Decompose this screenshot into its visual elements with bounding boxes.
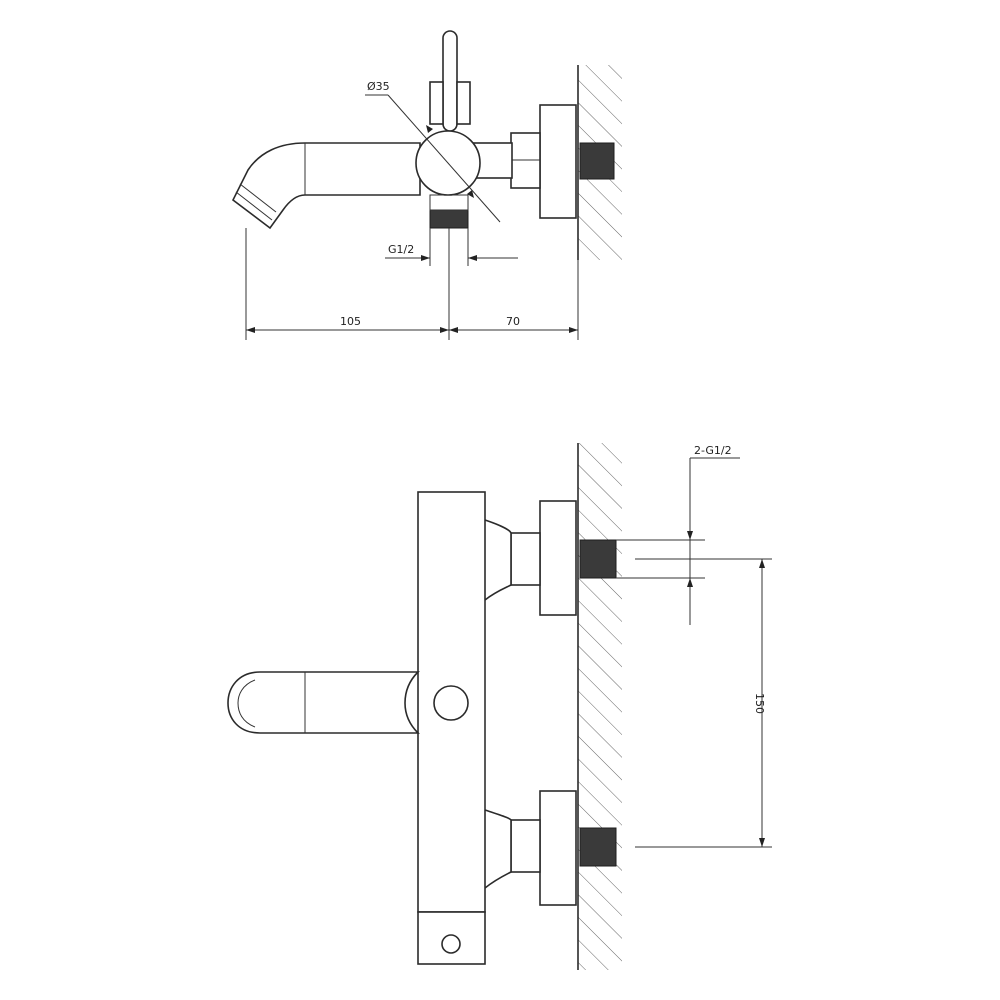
top-view: Ø35 G1/2 105 70 [231,30,622,340]
connector-nut-lower [510,819,541,873]
bottom-handle [417,911,486,965]
wall-thread-top [579,142,615,180]
front-view: 2-G1/2 150 [227,443,772,970]
thread-dimension-front [616,457,740,625]
center-distance-dimension [635,558,772,848]
spout-length-label: 105 [340,315,361,328]
diameter-leader [365,94,501,223]
length-dimensions [245,228,579,340]
escutcheon-top [539,104,577,219]
escutcheon-upper [539,500,577,616]
diverter-thread [429,209,469,229]
spout-top [231,142,421,230]
escutcheon-lower [539,790,577,906]
center-distance-label: 150 [753,693,766,714]
wall-offset-label: 70 [506,315,520,328]
spout-front [227,671,420,734]
wall-thread-upper [579,539,617,579]
diameter-label: Ø35 [367,80,390,93]
wall-thread-lower [579,827,617,867]
wall-section-front [577,443,622,970]
connector-nut-upper [510,532,541,586]
diverter-knob [433,685,469,721]
thread-label-top: G1/2 [388,243,414,256]
lever-handle-top [429,30,471,132]
thread-pair-label: 2-G1/2 [694,444,732,457]
thread-dimension-top [385,228,518,266]
